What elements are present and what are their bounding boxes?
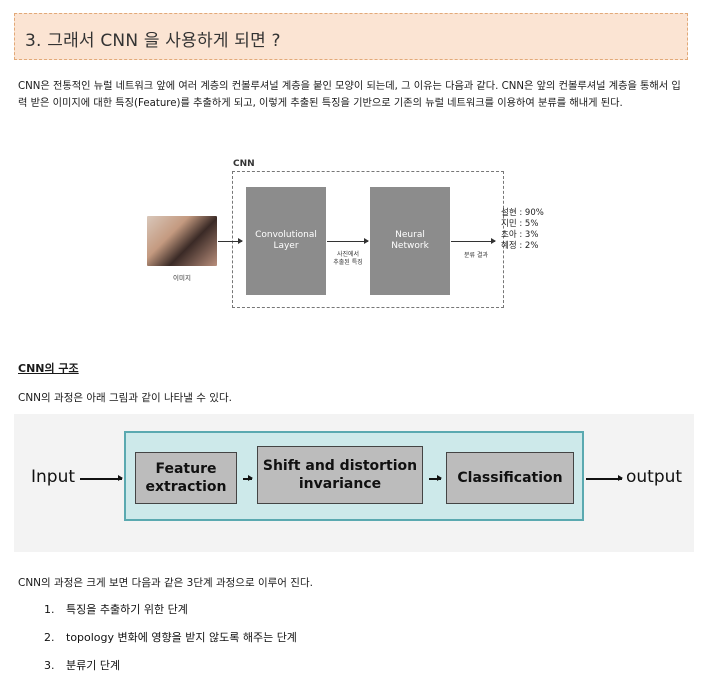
input-label: Input <box>31 467 76 487</box>
step-number: 1. <box>44 603 55 616</box>
box2-line2: invariance <box>298 476 382 492</box>
input-photo <box>147 216 217 266</box>
feature-line1: 사진에서 <box>336 251 360 258</box>
box3-label: Classification <box>457 470 563 486</box>
image-label: 이미지 <box>173 274 191 282</box>
box2-line1: Shift and distortion <box>262 458 418 474</box>
list-item: 3. 분류기 단계 <box>44 658 297 686</box>
arrow-box2-to-box3 <box>429 475 442 481</box>
neural-network-box: Neural Network <box>370 187 450 295</box>
conv-line1: Convolutional <box>255 230 317 240</box>
step-number: 3. <box>44 659 55 672</box>
summary-text: CNN의 과정은 크게 보면 다음과 같은 3단계 과정으로 이루어 진다. <box>18 577 313 589</box>
arrow-nn-to-results <box>451 238 496 244</box>
feature-caption: 사진에서 추출된 특징 <box>327 251 369 267</box>
section-heading-text: 3. 그래서 CNN 을 사용하게 되면 ? <box>25 31 281 51</box>
step-text: 특징을 추출하기 위한 단계 <box>66 603 188 616</box>
step-number: 2. <box>44 631 55 644</box>
step-text: topology 변화에 영향을 받지 않도록 해주는 단계 <box>66 631 297 644</box>
list-item: 1. 특징을 추출하기 위한 단계 <box>44 602 297 630</box>
arrow-output <box>586 475 623 481</box>
conv-line2: Layer <box>273 241 299 251</box>
result-caption: 분류 결과 <box>464 252 488 259</box>
arrow-conv-to-nn <box>327 238 369 244</box>
arrow-box1-to-box2 <box>243 475 253 481</box>
box1-line2: extraction <box>145 479 227 495</box>
arrow-input <box>80 475 123 481</box>
cnn-label: CNN <box>233 159 255 169</box>
arrow-photo-to-conv <box>218 238 243 244</box>
conv-layer-box: Convolutional Layer <box>246 187 326 295</box>
cnn-overview-diagram: CNN 이미지 Convolutional Layer 사진에서 추출된 특징 … <box>14 148 688 338</box>
result-item: 혜정 : 2% <box>501 241 539 251</box>
output-label: output <box>626 467 683 487</box>
step-text: 분류기 단계 <box>66 659 121 672</box>
result-item: 초아 : 3% <box>501 230 539 240</box>
box1-line1: Feature <box>155 461 217 477</box>
section-title-link[interactable]: CNN의 구조 <box>18 362 79 375</box>
feature-extraction-box: Feature extraction <box>135 452 237 504</box>
intro-paragraph: CNN은 전통적인 뉴럴 네트워크 앞에 여러 계층의 컨볼루셔널 계층을 붙인… <box>18 81 681 109</box>
section-description: CNN의 과정은 아래 그림과 같이 나타낼 수 있다. <box>18 392 232 404</box>
cnn-dashed-frame <box>232 171 504 308</box>
shift-distortion-box: Shift and distortion invariance <box>257 446 423 504</box>
cnn-process-diagram: Input Feature extraction Shift and disto… <box>14 414 694 552</box>
result-item: 지민 : 5% <box>501 219 539 229</box>
steps-list: 1. 특징을 추출하기 위한 단계 2. topology 변화에 영향을 받지 않… <box>44 602 297 686</box>
feature-line2: 추출된 특징 <box>333 259 363 266</box>
section-heading: 3. 그래서 CNN 을 사용하게 되면 ? <box>14 13 688 60</box>
result-item: 설현 : 90% <box>501 208 544 218</box>
nn-line2: Network <box>391 241 429 251</box>
classification-box: Classification <box>446 452 574 504</box>
nn-line1: Neural <box>395 230 425 240</box>
classification-results: 설현 : 90% 지민 : 5% 초아 : 3% 혜정 : 2% <box>501 208 544 252</box>
list-item: 2. topology 변화에 영향을 받지 않도록 해주는 단계 <box>44 630 297 658</box>
